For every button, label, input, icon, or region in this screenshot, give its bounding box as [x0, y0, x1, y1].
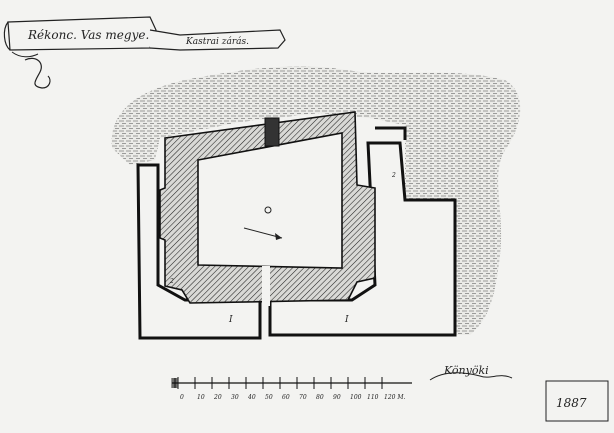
- title-ribbon: Rékonc. Vas megye. Kastrai zárás.: [3, 16, 286, 89]
- north-arrow-icon: [243, 227, 283, 240]
- scale-tick-label: 10: [197, 394, 205, 401]
- scale-tick-label: 120 M.: [384, 394, 406, 401]
- scale-tick-label: 50: [265, 394, 273, 401]
- inner-wall-east: [375, 126, 407, 140]
- keep-walls: [159, 111, 376, 304]
- room-label-west: I: [228, 315, 233, 325]
- scale-tick-label: 0: [180, 394, 184, 401]
- outer-wall-west: [136, 163, 262, 340]
- scale-tick-label: 90: [333, 394, 341, 401]
- scale-tick-label: 80: [316, 394, 324, 401]
- scale-bar: 0 10 20 30 40 50 60 70 80 90 100 110 120 M.: [171, 377, 412, 401]
- south-gate: [262, 266, 270, 306]
- signature: Könyöki: [429, 364, 513, 381]
- outer-wall-east: [268, 141, 457, 337]
- banner-title: Rékonc. Vas megye.: [27, 28, 149, 42]
- scale-tick-label: 20: [213, 394, 222, 401]
- terrain-hatching: [111, 66, 521, 335]
- signature-name: Könyöki: [443, 364, 489, 377]
- scale-tick-label: 100: [350, 394, 362, 401]
- scale-tick-label: 40: [247, 394, 256, 401]
- scale-tick-label: 60: [282, 394, 290, 401]
- banner-subtitle: Kastrai zárás.: [185, 36, 249, 47]
- well-icon: [264, 206, 272, 214]
- date-stamp: 1887: [545, 380, 609, 422]
- room-label-east: I: [344, 315, 349, 325]
- scale-tick-label: 30: [231, 394, 239, 401]
- date-stamp-text: 1887: [556, 396, 587, 410]
- scale-tick-label: 110: [367, 394, 379, 401]
- scale-tick-label: 70: [299, 394, 307, 401]
- north-tower-stub: [264, 117, 280, 147]
- corner-label-east: 2: [391, 172, 396, 179]
- corner-label-west: 2: [169, 278, 174, 285]
